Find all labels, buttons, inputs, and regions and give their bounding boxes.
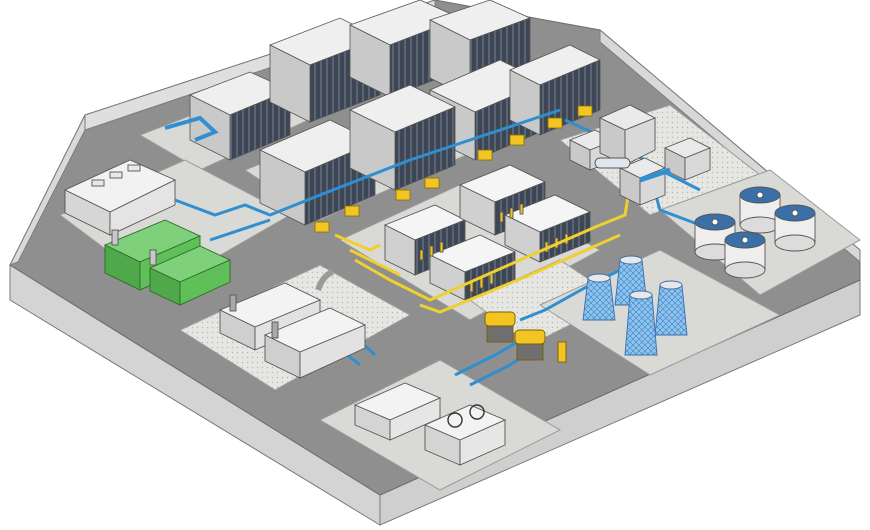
diesel-generators	[218, 269, 367, 379]
office-building	[63, 159, 177, 236]
cooling-towers	[582, 255, 688, 356]
round-cooling-units	[694, 186, 816, 279]
air-handler-and-dry-cooler	[353, 382, 507, 466]
transformers	[484, 311, 567, 363]
green-generators	[103, 219, 232, 306]
power-containers	[383, 164, 592, 301]
chiller-plant	[568, 104, 712, 206]
server-halls	[164, 0, 601, 233]
